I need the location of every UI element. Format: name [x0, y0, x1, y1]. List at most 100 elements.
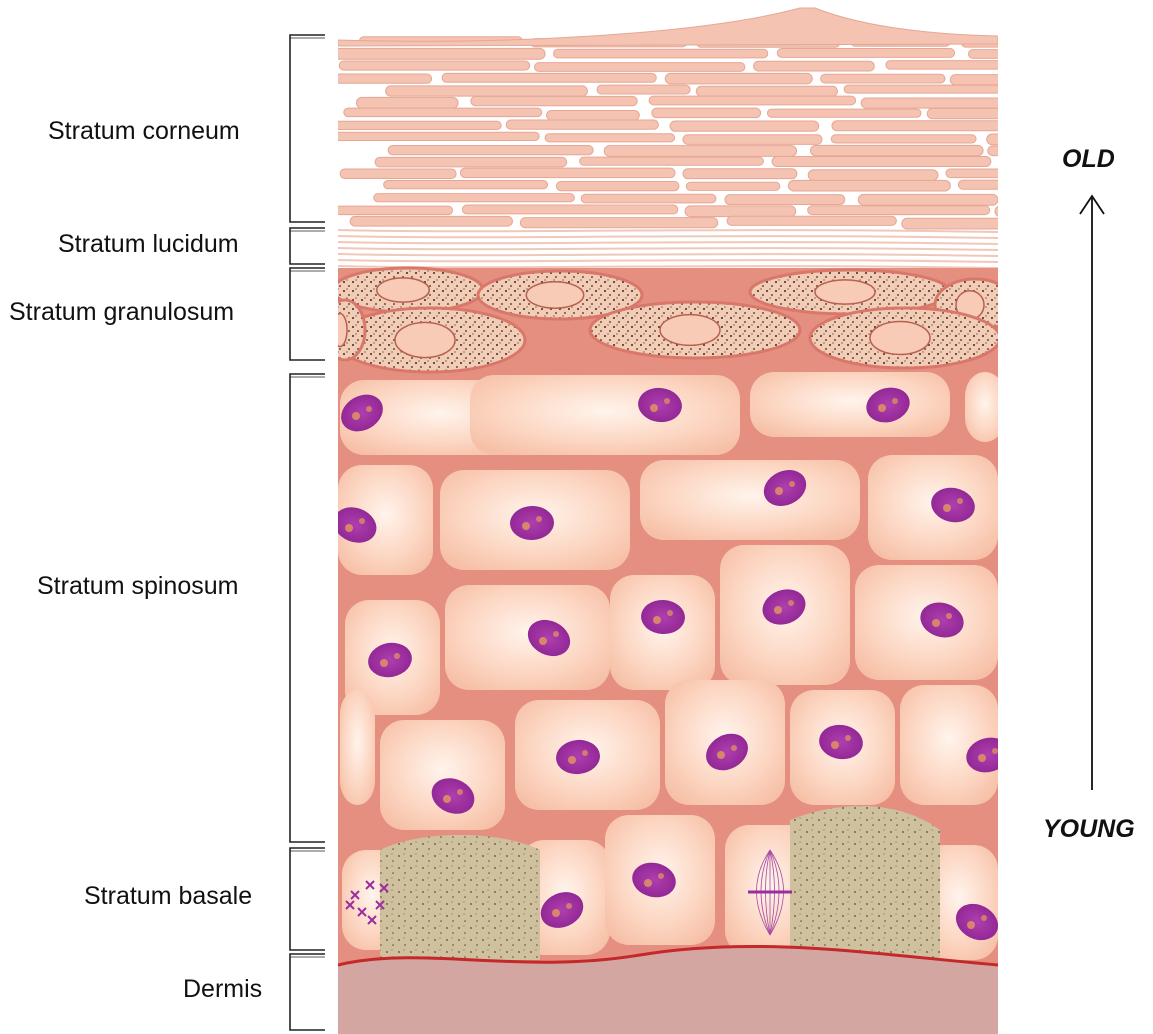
corneum-cell: [995, 206, 1153, 217]
label-stratum-lucidum: Stratum lucidum: [58, 230, 239, 259]
nucleus-spot: [443, 795, 451, 803]
nucleus-spot: [932, 619, 940, 627]
granular-nucleus: [815, 280, 875, 304]
corneum-cell: [649, 96, 856, 105]
lucidum-line: [338, 236, 998, 238]
corneum-cell: [460, 168, 675, 178]
basal-matrix-left: [380, 835, 540, 960]
nucleus-spot: [352, 412, 360, 420]
corneum-cell: [652, 108, 761, 117]
corneum-cell: [330, 121, 501, 129]
nucleus-spot: [978, 754, 986, 762]
bracket: [290, 374, 325, 842]
label-young: YOUNG: [1043, 815, 1135, 844]
corneum-cell: [725, 195, 845, 205]
nucleus-spot: [892, 398, 898, 404]
corneum-cell: [333, 48, 545, 59]
corneum-cell: [597, 85, 690, 94]
corneum-cell: [810, 145, 983, 155]
granular-nucleus: [333, 314, 347, 347]
nucleus-spot: [981, 915, 987, 921]
corneum-cell: [520, 218, 717, 228]
granular-nucleus: [395, 322, 455, 357]
nucleus-spot: [992, 748, 998, 754]
label-stratum-basale: Stratum basale: [84, 882, 252, 911]
corneum-cell: [374, 194, 575, 202]
corneum-cell: [958, 180, 1077, 189]
corneum-cell: [554, 49, 768, 58]
nucleus-spot: [394, 653, 400, 659]
granular-nucleus: [660, 315, 720, 346]
label-old: OLD: [1062, 145, 1115, 174]
nucleus-spot: [536, 516, 542, 522]
corneum-cell: [927, 108, 1055, 118]
lucidum-line: [338, 230, 998, 232]
corneum-cell: [686, 182, 780, 190]
nucleus-spot: [658, 873, 664, 879]
corneum-cell: [506, 120, 658, 129]
granular-nucleus: [377, 278, 430, 302]
bracket: [290, 954, 325, 1030]
corneum-cell: [581, 194, 716, 203]
corneum-cell: [821, 74, 945, 83]
lucidum-line: [338, 248, 998, 250]
nucleus-spot: [775, 487, 783, 495]
corneum-cell: [545, 134, 675, 142]
lucidum-line: [338, 254, 998, 256]
corneum-cell: [886, 61, 1061, 69]
granular-nucleus: [526, 282, 583, 308]
corneum-cell: [375, 157, 567, 167]
stratum-lucidum-lines: [338, 230, 998, 268]
lucidum-line: [338, 260, 998, 262]
nucleus-spot: [345, 524, 353, 532]
corneum-cell: [335, 132, 540, 140]
nucleus-spot: [359, 518, 365, 524]
nucleus-spot: [946, 613, 952, 619]
keratinocyte: [380, 720, 505, 830]
lucidum-line: [338, 242, 998, 244]
corneum-cell: [987, 134, 1142, 145]
nucleus-spot: [957, 498, 963, 504]
nucleus-spot: [380, 659, 388, 667]
corneum-cell: [685, 206, 796, 217]
keratinocyte: [445, 585, 610, 690]
nucleus-spot: [552, 909, 560, 917]
corneum-cell: [808, 170, 938, 181]
nucleus-spot: [788, 600, 794, 606]
nucleus-spot: [664, 398, 670, 404]
bracket: [290, 848, 325, 950]
nucleus-spot: [644, 879, 652, 887]
label-stratum-spinosum: Stratum spinosum: [37, 572, 238, 601]
corneum-cell: [604, 146, 796, 157]
nucleus-spot: [653, 616, 661, 624]
granular-nucleus: [870, 322, 930, 355]
corneum-cell: [339, 61, 529, 70]
corneum-cell: [670, 121, 819, 131]
nucleus-spot: [789, 481, 795, 487]
corneum-cell: [547, 110, 640, 120]
corneum-cell: [356, 97, 458, 108]
corneum-cell: [844, 85, 1058, 93]
nucleus-spot: [717, 751, 725, 759]
keratinocyte: [470, 375, 740, 455]
keratinocyte: [965, 372, 1005, 442]
label-stratum-corneum: Stratum corneum: [48, 117, 240, 146]
corneum-cell: [534, 63, 744, 72]
corneum-cell: [556, 182, 679, 191]
corneum-cell: [386, 86, 588, 96]
corneum-cell: [902, 218, 1041, 229]
label-dermis: Dermis: [183, 975, 262, 1004]
nucleus-spot: [878, 404, 886, 412]
nucleus-spot: [566, 903, 572, 909]
nucleus-spot: [539, 637, 547, 645]
nucleus-spot: [582, 750, 588, 756]
nucleus-spot: [650, 404, 658, 412]
lucidum-line: [338, 266, 998, 268]
keratinocyte: [640, 460, 860, 540]
corneum-cell: [665, 73, 812, 84]
corneum-cell: [727, 216, 896, 225]
nucleus-spot: [967, 921, 975, 929]
corneum-cell: [335, 206, 452, 214]
nucleus-spot: [522, 522, 530, 530]
keratinocyte: [340, 690, 375, 805]
